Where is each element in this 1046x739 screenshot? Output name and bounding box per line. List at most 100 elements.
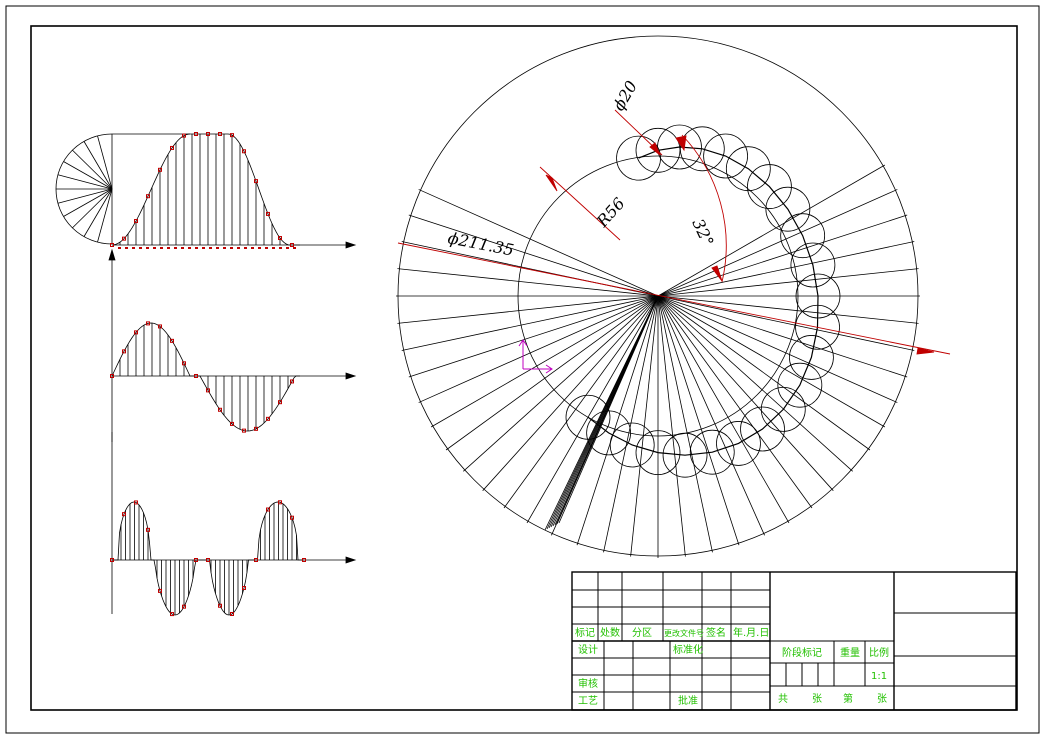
radial-line <box>657 295 915 351</box>
radial-line <box>657 241 915 297</box>
radial-line <box>657 295 908 378</box>
velocity-hatch <box>119 323 289 431</box>
sample-marker <box>134 500 138 505</box>
displacement-hatch <box>119 134 289 245</box>
sample-marker <box>242 149 246 154</box>
roller-circle <box>740 406 785 452</box>
tb-design: 设计 <box>578 643 598 656</box>
title-block <box>571 571 1017 711</box>
axis-arrow <box>345 241 357 249</box>
tb-rev-mark: 标记 <box>575 627 595 639</box>
radial-line <box>408 214 659 297</box>
sample-marker <box>266 416 270 421</box>
dim-arrow <box>545 174 558 192</box>
tb-scale-value: 1:1 <box>871 671 887 682</box>
radial-line <box>657 164 886 297</box>
small-diameter-label: ϕ20 <box>609 77 641 114</box>
sample-marker <box>170 612 174 617</box>
ucs-icon <box>518 339 553 374</box>
radial-line <box>657 295 886 428</box>
radial-line <box>418 189 659 297</box>
dimension-lines <box>397 109 951 355</box>
radial-line <box>401 295 659 351</box>
roller-circle <box>725 146 771 192</box>
sample-marker <box>194 132 198 136</box>
tb-sheet-total: 共 <box>778 693 788 705</box>
motion-graphs <box>55 133 357 616</box>
sample-marker <box>158 324 162 329</box>
sample-marker <box>218 407 222 412</box>
tb-stage-mark: 阶段标记 <box>782 646 822 659</box>
roller-circles <box>565 124 841 478</box>
sample-marker <box>230 133 234 138</box>
sample-marker <box>230 421 234 426</box>
roller-circle <box>565 394 611 440</box>
axis-arrow <box>108 248 116 261</box>
sample-marker <box>182 133 186 138</box>
tb-rev-zone: 分区 <box>632 627 652 639</box>
acceleration-hatch <box>120 502 297 615</box>
sample-marker <box>290 515 294 520</box>
radial-line <box>657 295 740 546</box>
tb-rev-count: 处数 <box>600 626 620 639</box>
roller-circle <box>780 213 826 259</box>
roller-circle <box>747 164 792 209</box>
radial-line <box>657 295 790 524</box>
radius-label: R56 <box>592 194 628 232</box>
title-block-text: 标记 处数 分区 更改文件号 签名 年.月.日 设计 审核 工艺 标准化 批准 … <box>575 626 889 707</box>
tb-standardize: 标准化 <box>673 643 703 656</box>
sample-marker <box>146 527 150 532</box>
cam-profile <box>396 35 920 558</box>
circle-ray <box>63 161 113 190</box>
radial-line <box>657 295 713 553</box>
tb-review: 审核 <box>578 677 598 690</box>
sample-marker <box>290 379 294 384</box>
tb-process: 工艺 <box>578 695 598 707</box>
circle-ray <box>57 174 113 190</box>
tb-weight: 重量 <box>840 646 860 659</box>
radial-line <box>657 295 686 557</box>
inner-border <box>30 25 1018 711</box>
circle-ray <box>83 141 113 190</box>
sample-marker <box>182 604 186 609</box>
sample-marker <box>242 428 246 433</box>
velocity-curve <box>111 322 300 432</box>
radial-line <box>430 295 659 428</box>
radial-line <box>482 295 659 491</box>
radial-line <box>657 268 919 297</box>
tb-rev-sign: 签名 <box>706 626 726 639</box>
radial-line <box>503 295 659 509</box>
radial-line <box>408 295 659 378</box>
circle-ray <box>72 188 113 229</box>
radial-line <box>576 295 659 546</box>
roller-circle <box>716 421 761 466</box>
roller-circle <box>635 430 681 476</box>
radial-line <box>657 295 813 509</box>
dim-arrow <box>675 135 687 152</box>
sample-marker <box>122 512 126 517</box>
radial-line <box>445 295 659 451</box>
sample-marker <box>206 132 210 136</box>
roller-circle <box>679 126 725 172</box>
sample-marker <box>194 374 198 378</box>
roller-circle <box>662 432 708 478</box>
radial-line <box>463 295 659 472</box>
sample-marker <box>110 558 114 562</box>
radial-line <box>657 189 898 297</box>
sample-marker <box>266 507 270 512</box>
radial-line <box>657 295 898 403</box>
angle-arc <box>681 134 727 283</box>
outer-border <box>5 5 1040 734</box>
sample-marker <box>290 243 294 247</box>
roller-circle <box>703 133 748 179</box>
sample-marker <box>110 243 114 247</box>
sample-marker <box>242 586 246 591</box>
sample-marker <box>110 374 114 378</box>
axis-arrow <box>345 372 357 380</box>
sample-marker <box>278 236 282 241</box>
sample-marker <box>218 603 222 608</box>
sample-marker <box>194 558 198 562</box>
sample-marker <box>266 211 270 216</box>
radial-line <box>397 295 659 324</box>
